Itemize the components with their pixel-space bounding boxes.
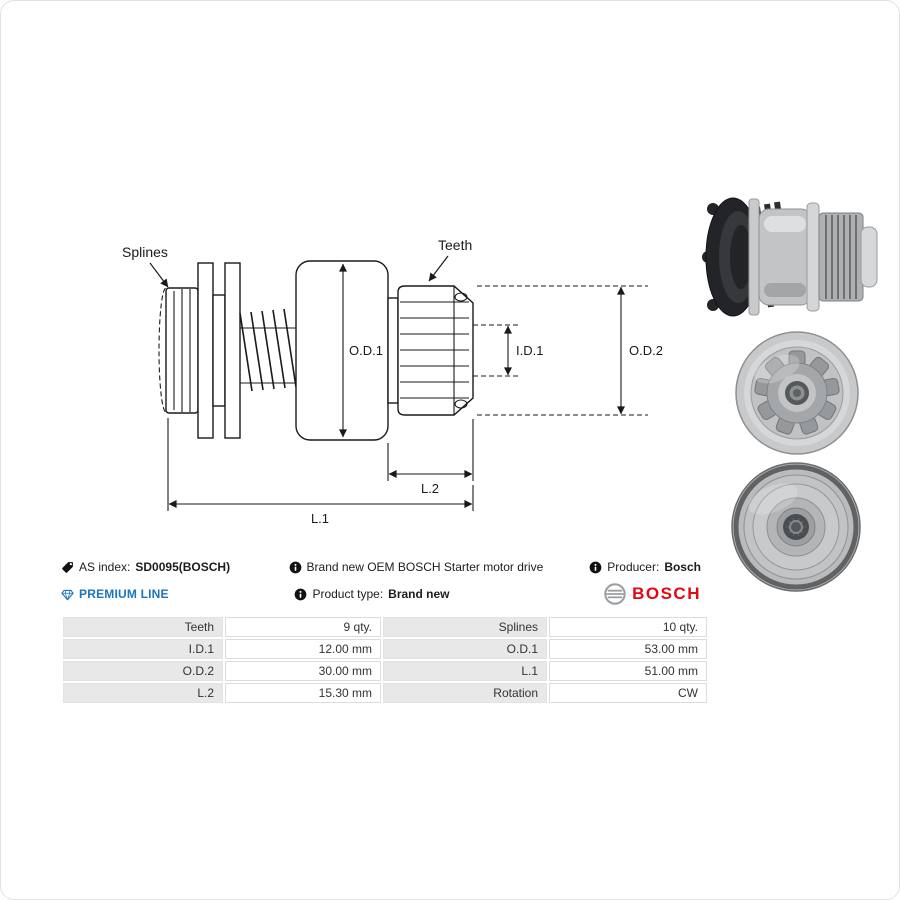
info-icon: [289, 561, 301, 573]
teeth-pointer-arrow: [428, 255, 449, 282]
id1-label: I.D.1: [516, 343, 543, 358]
spec-row: O.D.2 30.00 mm L.1 51.00 mm: [63, 661, 707, 681]
bosch-logo: BOSCH: [603, 582, 701, 606]
description-text: Brand new OEM BOSCH Starter motor drive: [306, 560, 544, 574]
spec-value: 51.00 mm: [549, 661, 707, 681]
spec-label: L.1: [383, 661, 547, 681]
spring-coil: [239, 308, 297, 392]
info-row-1: AS index: SD0095(BOSCH) Brand new OEM BO…: [61, 556, 701, 578]
producer-label: Producer:: [607, 560, 660, 574]
diamond-icon: [61, 589, 74, 600]
spec-row: Teeth 9 qty. Splines 10 qty.: [63, 617, 707, 637]
product-type: Product type: Brand new: [294, 587, 603, 601]
premium-line: PREMIUM LINE: [61, 587, 294, 601]
product-photo-side-view: [702, 197, 878, 317]
teeth-hatching: [400, 286, 469, 415]
l1-label: L.1: [311, 511, 329, 526]
info-icon: [295, 588, 307, 600]
producer: Producer: Bosch: [589, 560, 701, 574]
spec-label: Teeth: [63, 617, 223, 637]
info-row-2: PREMIUM LINE Product type: Brand new: [61, 583, 701, 605]
product-description: Brand new OEM BOSCH Starter motor drive: [289, 560, 590, 574]
spec-value: 30.00 mm: [225, 661, 381, 681]
bosch-wordmark: BOSCH: [632, 584, 701, 603]
spec-table: Teeth 9 qty. Splines 10 qty. I.D.1 12.00…: [61, 615, 709, 705]
od2-label: O.D.2: [629, 343, 663, 358]
info-section: AS index: SD0095(BOSCH) Brand new OEM BO…: [61, 556, 701, 610]
bosch-circle-icon: [604, 583, 626, 605]
spec-value: CW: [549, 683, 707, 703]
spline-notches: [784, 515, 808, 539]
spec-row: I.D.1 12.00 mm O.D.1 53.00 mm: [63, 639, 707, 659]
spec-value: 12.00 mm: [225, 639, 381, 659]
as-index-value: SD0095(BOSCH): [135, 560, 231, 574]
spec-label: Rotation: [383, 683, 547, 703]
dimension-lines: O.D.1 I.D.1 O.D.2 L.2 L.1: [167, 263, 663, 526]
l2-label: L.2: [421, 481, 439, 496]
as-index: AS index: SD0095(BOSCH): [61, 560, 289, 574]
spec-row: L.2 15.30 mm Rotation CW: [63, 683, 707, 703]
spec-value: 10 qty.: [549, 617, 707, 637]
product-photo-front-view: [735, 331, 859, 455]
drive-outline-drawing: [158, 260, 474, 441]
premium-line-label: PREMIUM LINE: [79, 587, 169, 601]
spec-value: 9 qty.: [225, 617, 381, 637]
spec-label: O.D.2: [63, 661, 223, 681]
tag-icon: [62, 561, 73, 573]
as-index-label: AS index:: [79, 560, 131, 574]
spec-label: I.D.1: [63, 639, 223, 659]
splines-label: Splines: [122, 244, 168, 260]
spec-label: Splines: [383, 617, 547, 637]
technical-diagram: Splines Teeth: [122, 237, 663, 526]
spec-label: O.D.1: [383, 639, 547, 659]
producer-value: Bosch: [664, 560, 701, 574]
product-photo-rear-view: [731, 462, 861, 592]
spec-value: 15.30 mm: [225, 683, 381, 703]
splines-pointer-arrow: [149, 262, 169, 288]
teeth-label: Teeth: [438, 237, 472, 253]
info-icon: [589, 561, 602, 573]
spec-label: L.2: [63, 683, 223, 703]
product-type-value: Brand new: [388, 587, 450, 601]
product-type-label: Product type:: [312, 587, 384, 601]
od1-label: O.D.1: [349, 343, 383, 358]
spec-value: 53.00 mm: [549, 639, 707, 659]
